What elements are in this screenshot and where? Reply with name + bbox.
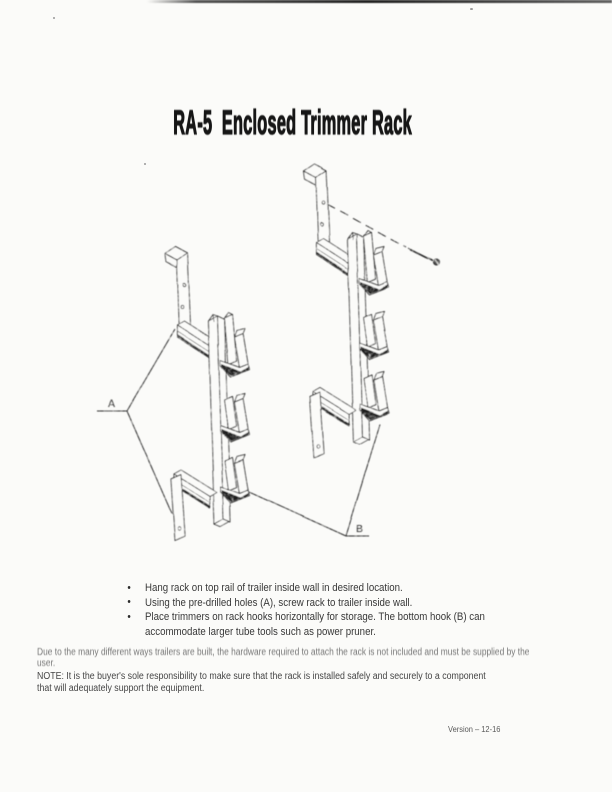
page-title: RA-5 Enclosed Trimmer Rack [173, 103, 413, 142]
label-b: B [356, 523, 363, 535]
rack-bracket-right [303, 163, 390, 459]
scan-speck [53, 17, 55, 19]
mounting-screw-icon [326, 203, 440, 266]
safety-note: NOTE: It is the buyer's sole responsibil… [37, 671, 486, 694]
version-label: Version – 12-16 [448, 724, 501, 734]
hardware-disclaimer: Due to the many different ways trailers … [37, 647, 530, 670]
rack-bracket-left [164, 245, 251, 542]
instruction-list: Hang rack on top rail of trailer inside … [127, 581, 493, 640]
scan-speck [470, 8, 473, 10]
instruction-item: Using the pre-drilled holes (A), screw r… [127, 595, 493, 611]
scan-speck [144, 163, 146, 165]
instruction-item: Hang rack on top rail of trailer inside … [127, 581, 493, 596]
scan-edge-artifact [0, 0, 612, 3]
label-b-group [248, 423, 381, 537]
instruction-item: Place trimmers on rack hooks horizontall… [127, 610, 493, 639]
label-a: A [108, 398, 115, 410]
label-a-group [97, 328, 176, 515]
page-title-row: RA-5 Enclosed Trimmer Rack [0, 103, 599, 143]
